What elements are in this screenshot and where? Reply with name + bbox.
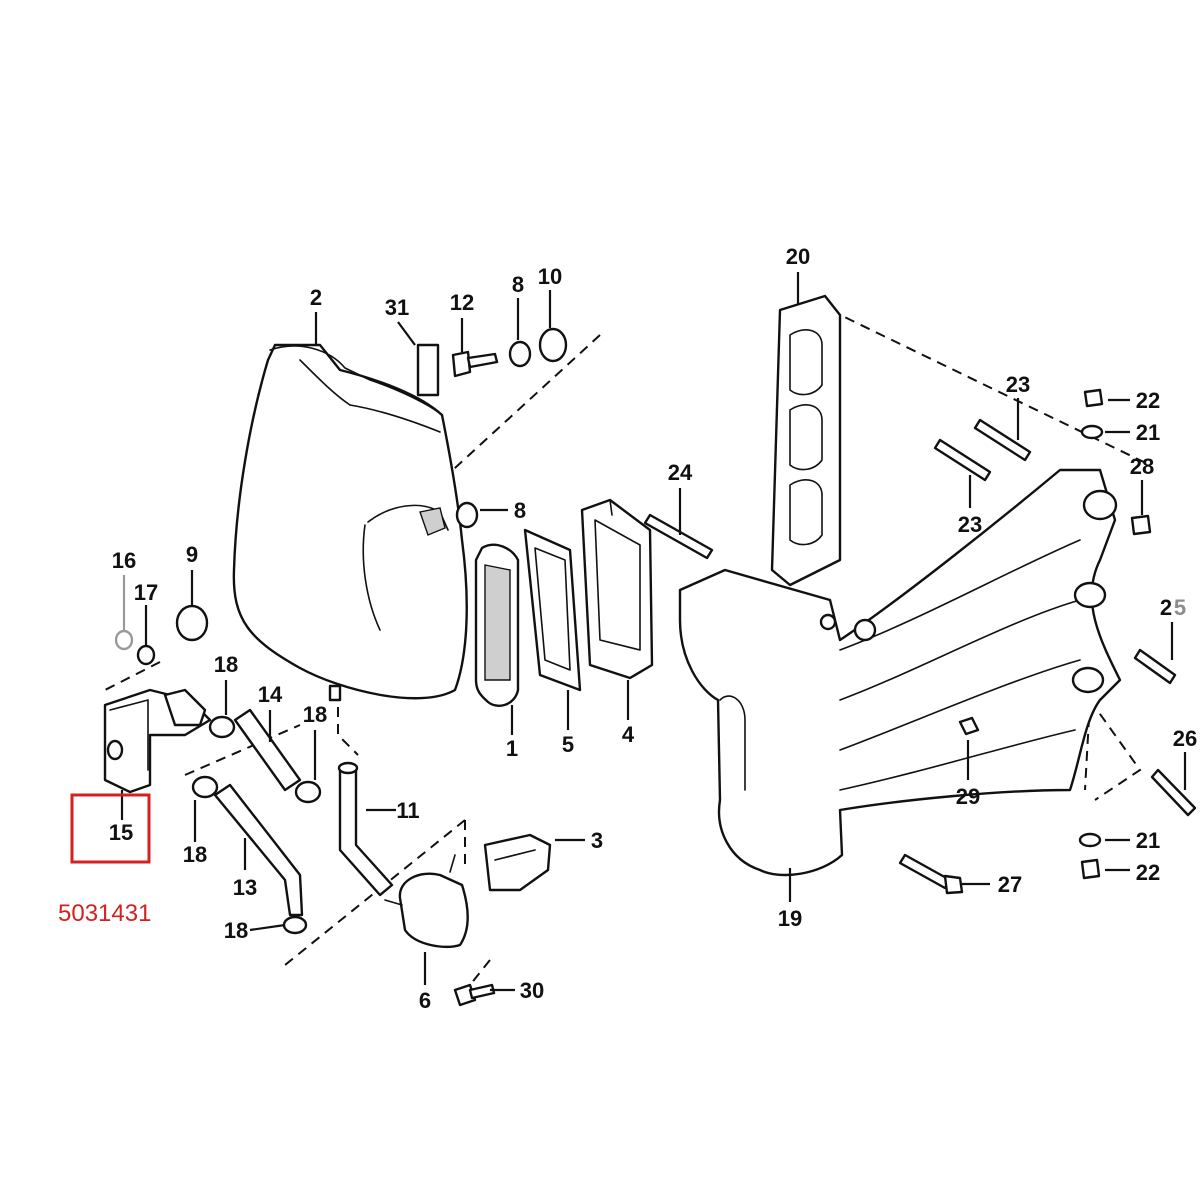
part-27-bolt xyxy=(898,853,952,890)
part-8-washer-2 xyxy=(455,501,479,529)
part-14-hose xyxy=(233,708,302,792)
part-21-washer-2 xyxy=(1078,832,1102,848)
label-24: 24 xyxy=(668,460,693,485)
label-28: 28 xyxy=(1130,454,1154,479)
label-30: 30 xyxy=(520,978,544,1003)
part-31-clip xyxy=(416,343,440,397)
label-8-mid: 8 xyxy=(514,498,526,523)
label-10: 10 xyxy=(538,264,562,289)
part-24-stud xyxy=(643,513,714,560)
part-18-clamp-c xyxy=(191,775,219,799)
part-22-bolt-2 xyxy=(1080,858,1101,880)
label-6: 6 xyxy=(419,988,431,1013)
part-5-gasket xyxy=(523,528,582,692)
part-28-nut xyxy=(1130,514,1152,536)
part-29-nut xyxy=(958,716,980,736)
label-3: 3 xyxy=(591,828,603,853)
part-12-screw-head xyxy=(451,350,472,378)
part-16-washer xyxy=(114,629,134,651)
label-22-bottom: 22 xyxy=(1136,860,1160,885)
part-18-clamp-d xyxy=(282,915,308,935)
part-19-manifold xyxy=(678,468,1122,877)
label-20: 20 xyxy=(786,244,810,269)
part-23-stud-b xyxy=(933,438,992,482)
part-11-hose xyxy=(338,768,394,897)
label-16: 16 xyxy=(112,548,136,573)
part-25-bolt xyxy=(1133,648,1177,685)
label-9: 9 xyxy=(186,542,198,567)
label-4: 4 xyxy=(622,722,635,747)
part-17-washer xyxy=(136,644,156,666)
label-19: 19 xyxy=(778,906,802,931)
label-8-top: 8 xyxy=(512,272,524,297)
label-2: 2 xyxy=(310,285,322,310)
label-18-b: 18 xyxy=(303,702,327,727)
label-18-c: 18 xyxy=(183,842,207,867)
part-20-gasket xyxy=(770,294,842,587)
label-26: 26 xyxy=(1173,726,1197,751)
cover-drain-nipple xyxy=(328,684,342,702)
part-number-text: 5031431 xyxy=(58,900,151,927)
part-9-grommet xyxy=(175,604,209,642)
part-10-grommet xyxy=(538,327,568,363)
label-18-d: 18 xyxy=(224,918,248,943)
part-8-washer xyxy=(508,340,532,368)
label-25-digit-5: 5 xyxy=(1174,595,1186,620)
part-12-screw xyxy=(466,352,499,369)
label-22-top: 22 xyxy=(1136,388,1160,413)
part-18-clamp-b xyxy=(294,780,322,804)
highlighted-part: 15 5031431 xyxy=(58,793,151,927)
label-31: 31 xyxy=(385,295,409,320)
label-1: 1 xyxy=(506,736,518,761)
label-11: 11 xyxy=(396,798,419,823)
part-2-cover xyxy=(232,343,468,702)
label-25-digit-2: 2 xyxy=(1160,595,1172,620)
label-12: 12 xyxy=(450,290,474,315)
part-26-bolt xyxy=(1150,768,1197,817)
label-21-bottom: 21 xyxy=(1136,828,1160,853)
part-23-stud-a xyxy=(973,418,1032,462)
label-18-a: 18 xyxy=(214,652,238,677)
label-15: 15 xyxy=(109,820,133,845)
label-29: 29 xyxy=(956,784,980,809)
part-6-filter xyxy=(398,872,469,949)
part-labels: 2 31 12 8 10 8 9 16 17 18 14 18 18 13 18… xyxy=(112,244,1197,1013)
label-17: 17 xyxy=(134,580,158,605)
highlight-box xyxy=(70,793,151,864)
part-22-bolt xyxy=(1083,388,1104,408)
part-4-adapter xyxy=(580,498,654,680)
leader-lines xyxy=(120,272,1187,992)
hardware xyxy=(103,327,1197,1007)
label-23-b: 23 xyxy=(958,512,982,537)
label-21-top: 21 xyxy=(1136,420,1160,445)
label-23-a: 23 xyxy=(1006,372,1030,397)
label-14: 14 xyxy=(258,682,283,707)
label-5: 5 xyxy=(562,732,574,757)
part-21-washer xyxy=(1080,424,1104,440)
part-18-clamp-a xyxy=(208,715,236,739)
part-1-screen xyxy=(474,543,520,707)
part-13-hose xyxy=(213,783,304,917)
part-3-bracket xyxy=(483,833,552,892)
label-13: 13 xyxy=(233,875,257,900)
part-30-screw xyxy=(468,983,496,1000)
label-27: 27 xyxy=(998,872,1022,897)
